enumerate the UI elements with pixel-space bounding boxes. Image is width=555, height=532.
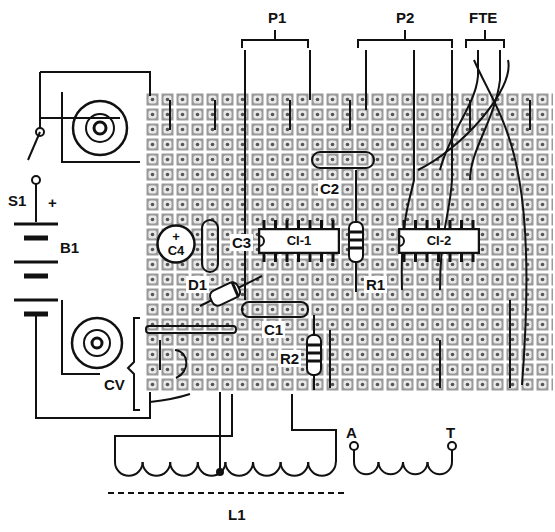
wire	[286, 254, 289, 262]
part-label: T	[444, 424, 457, 441]
wire	[437, 254, 440, 262]
part-label: C4	[168, 244, 185, 258]
wire	[332, 220, 335, 228]
wire	[309, 220, 312, 228]
wire	[214, 100, 216, 130]
wire	[449, 254, 452, 262]
part-label: CI-1	[287, 234, 312, 248]
coil-turn	[225, 462, 253, 476]
part-label: D1	[186, 276, 209, 293]
wire	[274, 220, 277, 228]
wire	[320, 220, 323, 228]
part-label: R2	[278, 350, 301, 367]
wire	[320, 254, 323, 262]
coil-turn	[143, 462, 171, 476]
part-label: P2	[394, 9, 416, 26]
wire	[472, 254, 475, 262]
coil-turn	[379, 462, 404, 474]
part-label: CI-2	[427, 234, 452, 248]
part-label: B1	[58, 239, 81, 256]
part-label: +	[172, 230, 180, 244]
wire	[426, 220, 429, 228]
part-label: P1	[266, 9, 288, 26]
coil-turn	[115, 462, 143, 476]
wire	[403, 220, 406, 228]
wire	[263, 254, 266, 262]
wire	[297, 254, 300, 262]
wire	[289, 100, 291, 130]
coil-turn	[198, 462, 226, 476]
wire	[529, 100, 531, 130]
wire	[403, 254, 406, 262]
wire	[469, 100, 471, 130]
part-label: CV	[102, 376, 127, 393]
coil-turn	[170, 462, 198, 476]
coil-turn	[428, 462, 453, 474]
part-label: C3	[230, 234, 253, 251]
part-label: C1	[262, 321, 285, 338]
wire	[349, 100, 351, 130]
part-label: C2	[318, 180, 341, 197]
wire	[286, 220, 289, 228]
wire	[169, 100, 171, 130]
coil-turn	[281, 462, 309, 476]
coil-turn	[403, 462, 428, 474]
part-label: L1	[226, 506, 248, 523]
wire	[449, 220, 452, 228]
wire	[414, 220, 417, 228]
wire	[426, 254, 429, 262]
coil-turn	[354, 462, 379, 474]
wire	[297, 220, 300, 228]
wire	[414, 254, 417, 262]
wire	[332, 254, 335, 262]
electrolytic-capacitor: +C4	[156, 224, 196, 264]
wire	[472, 220, 475, 228]
part-label: A	[344, 424, 359, 441]
coil-turn	[253, 462, 281, 476]
part-label: S1	[6, 192, 28, 209]
wire	[309, 254, 312, 262]
ic-chip: CI-2	[398, 228, 480, 254]
wire	[460, 220, 463, 228]
wire	[437, 220, 440, 228]
wire	[460, 254, 463, 262]
ic-chip: CI-1	[258, 228, 340, 254]
wire	[263, 220, 266, 228]
part-label: +	[46, 194, 59, 211]
part-label: R1	[364, 276, 387, 293]
part-label: FTE	[467, 9, 499, 26]
coil-turn	[308, 462, 336, 476]
wire	[274, 254, 277, 262]
